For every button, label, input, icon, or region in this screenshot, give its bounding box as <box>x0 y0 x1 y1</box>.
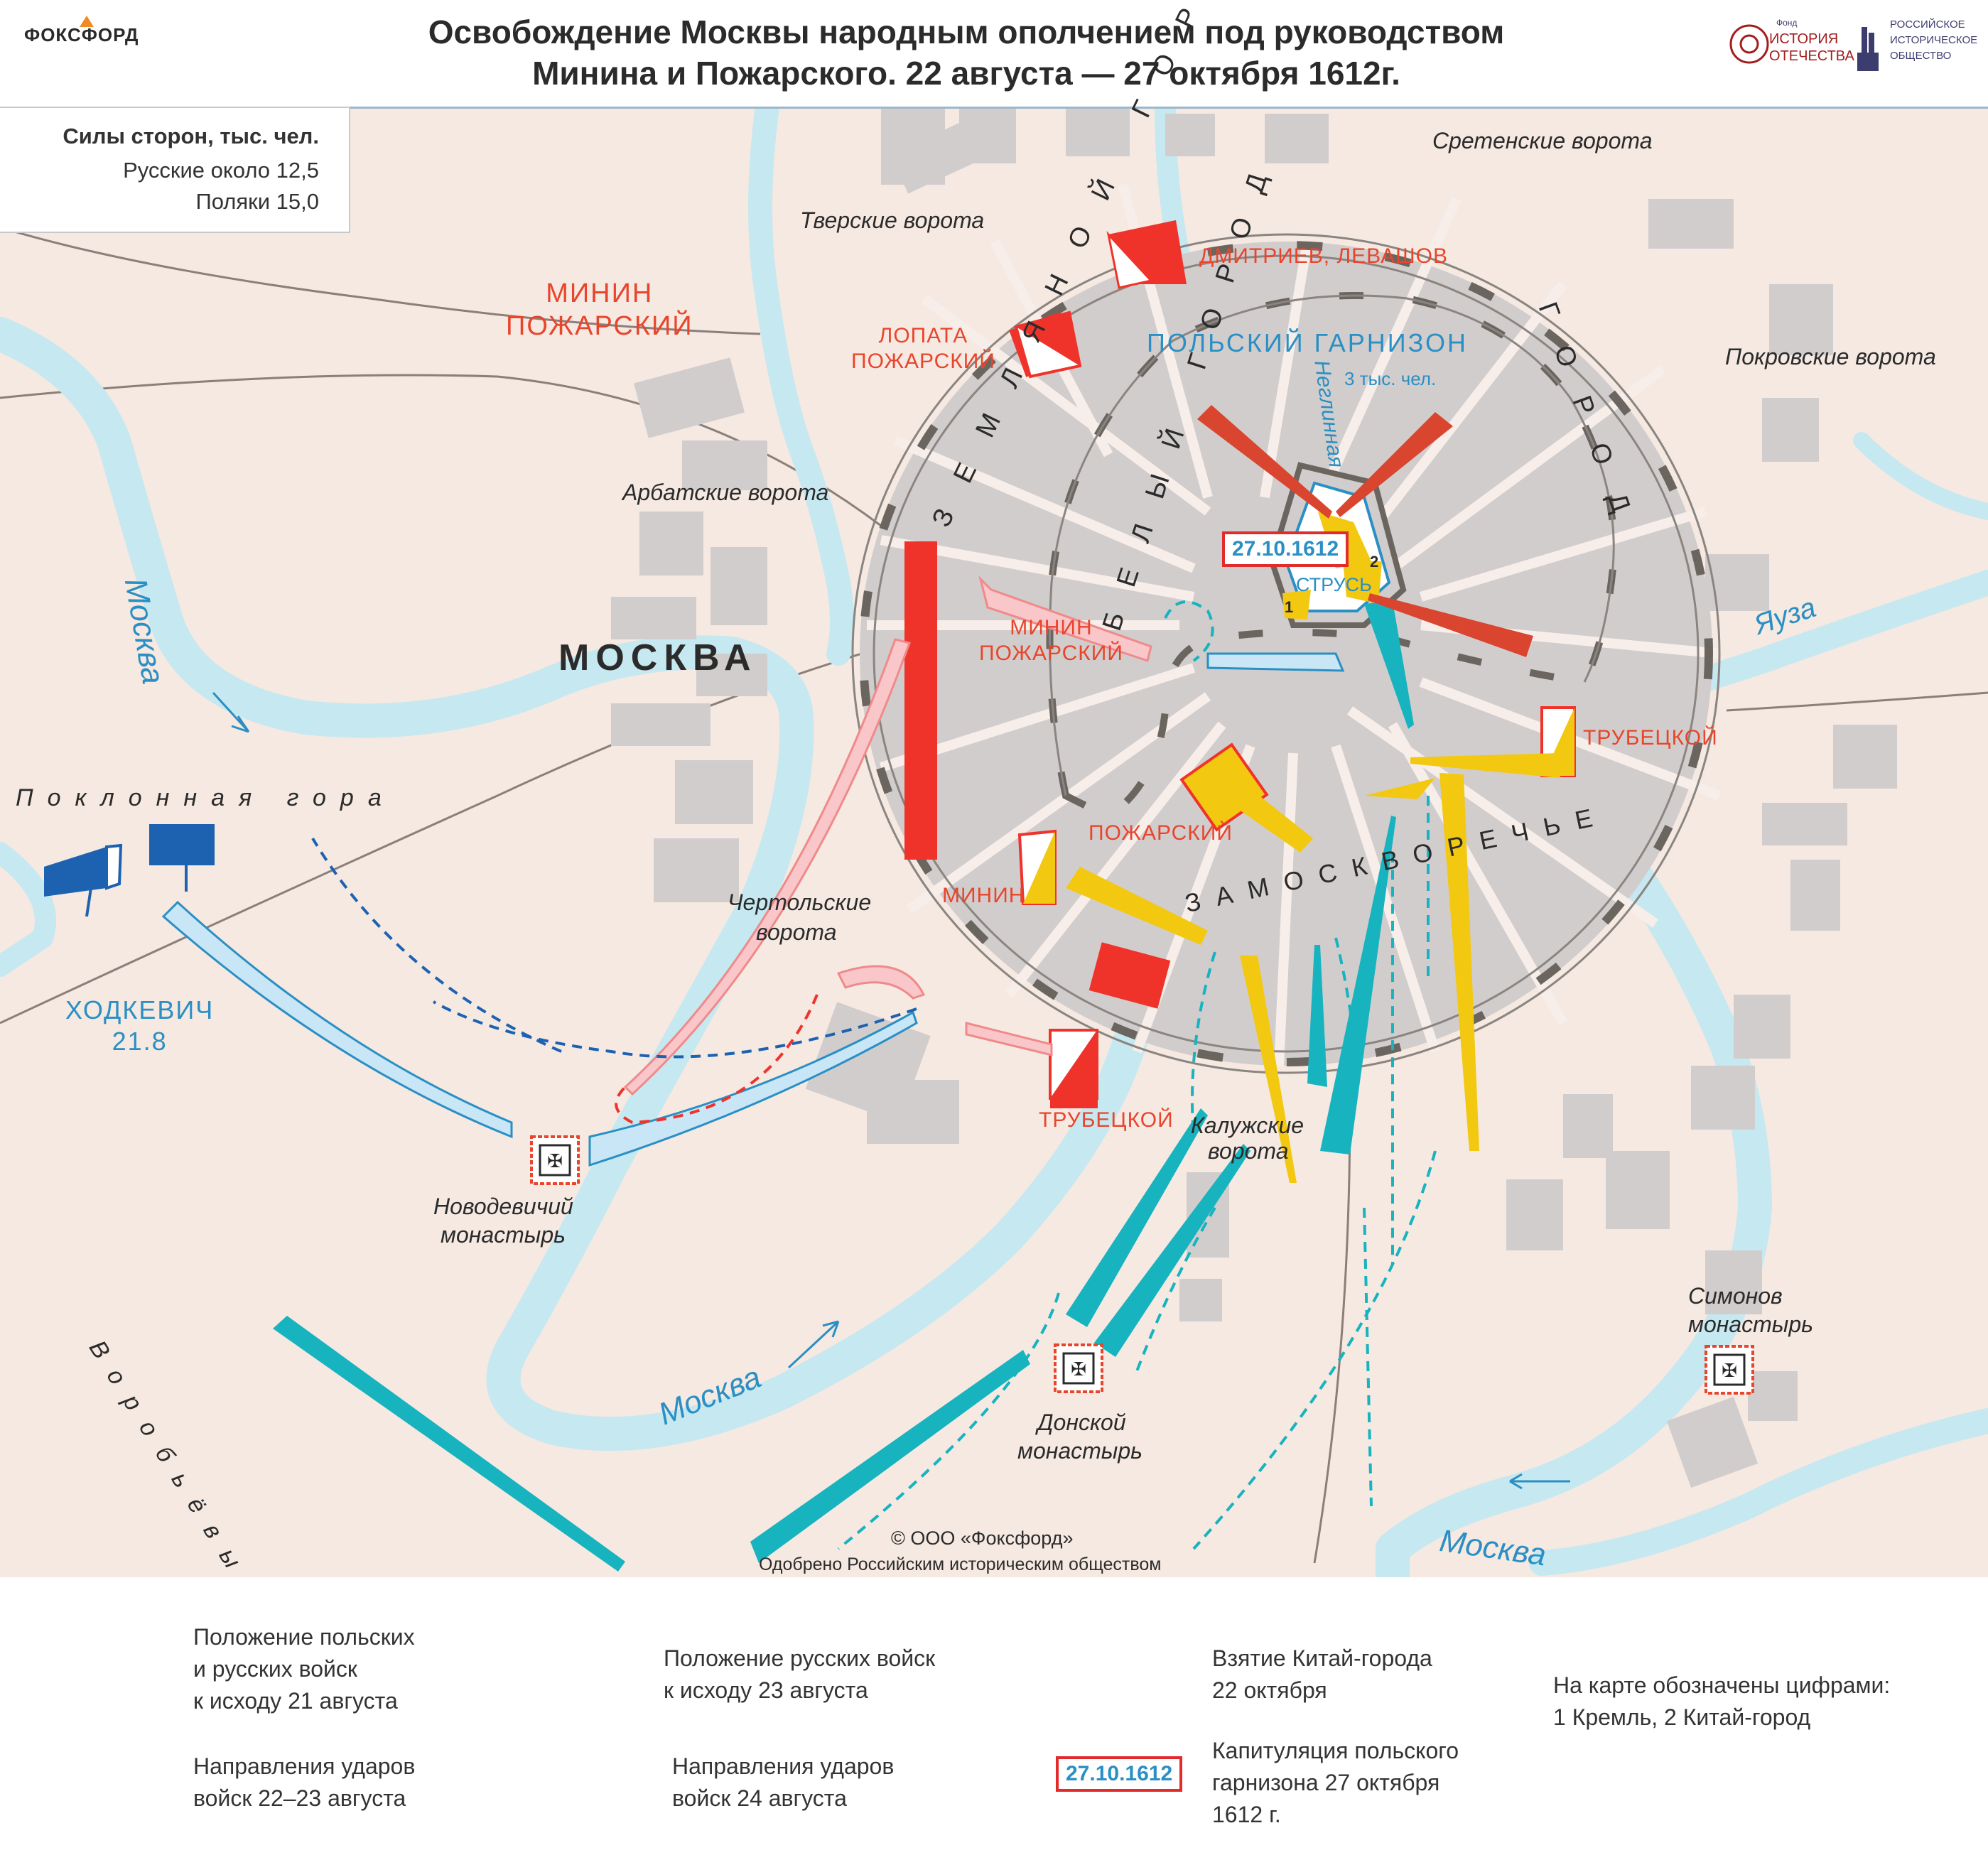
zemlyanoy-wall <box>859 241 1713 1066</box>
gate-sretenskie: Сретенские ворота <box>1432 128 1653 153</box>
label-strus: СТРУСЬ <box>1296 574 1372 595</box>
gate-tverskie: Тверские ворота <box>800 207 985 233</box>
legend-strikes-22-23: Направления ударов войск 22–23 августа <box>193 1753 416 1811</box>
monastery-novodevichy: ✠ <box>530 1135 580 1185</box>
map-title: Освобождение Москвы народным ополчением … <box>263 11 1670 94</box>
brand-logo: ФОКСФОРД <box>24 24 139 45</box>
kitay-number: 2 <box>1370 553 1379 570</box>
legend-strikes-24: Направления ударов войск 24 августа <box>672 1753 895 1811</box>
kremlin-number: 1 <box>1285 598 1294 616</box>
fond-istoria-logo: Фонд ИСТОРИЯ ОТЕЧЕСТВА <box>1728 13 1854 84</box>
svg-text:✠: ✠ <box>1071 1359 1086 1380</box>
place-novodevichy-1: Новодевичий <box>433 1194 573 1219</box>
kitay-capture-arrows <box>1197 405 1533 657</box>
gate-chertolskie-1: Чертольские <box>728 889 872 915</box>
label-pozharsky: ПОЖАРСКИЙ <box>1088 821 1233 845</box>
russian-positions-23 <box>1017 706 1576 905</box>
label-minin-pozharsky-center: МИНИН ПОЖАРСКИЙ <box>979 616 1123 665</box>
forces-russians: Русские около 12,5 <box>123 158 319 183</box>
polish-positions <box>44 824 215 917</box>
label-garrison-size: 3 тыс. чел. <box>1344 368 1437 389</box>
monastery-simonov: ✠ <box>1705 1345 1754 1395</box>
pink-strikes <box>623 575 1152 1096</box>
legend: Положение польских и русских войск к исх… <box>0 1577 1988 1855</box>
dashed-moves <box>311 600 1437 1550</box>
place-donskoy-2: монастырь <box>1017 1438 1142 1464</box>
label-minin: МИНИН <box>942 884 1025 907</box>
label-trubetskoy-south: ТРУБЕЦКОЙ <box>1039 1108 1174 1132</box>
label-minin-pozharsky-1: МИНИН ПОЖАРСКИЙ <box>506 278 693 341</box>
label-khodkevich: ХОДКЕВИЧ 21.8 <box>65 995 215 1056</box>
forces-poles: Поляки 15,0 <box>195 189 319 214</box>
forces-box: Силы сторон, тыс. чел. Русские около 12,… <box>0 107 350 233</box>
gate-pokrovskie: Покровские ворота <box>1725 344 1936 369</box>
gate-chertolskie-2: ворота <box>756 919 837 945</box>
blue-strikes <box>161 652 1345 1167</box>
label-trubetskoy-east: ТРУБЕЦКОЙ <box>1583 726 1718 750</box>
legend-numbers-note: На карте обозначены цифрами: 1 Кремль, 2… <box>1553 1672 1891 1730</box>
yellow-strikes <box>1066 753 1560 1183</box>
label-dmitriev-levashov: ДМИТРИЕВ, ЛЕВАШОВ <box>1199 244 1449 268</box>
svg-text:✠: ✠ <box>1722 1361 1737 1382</box>
header: ФОКСФОРД Освобождение Москвы народным оп… <box>0 0 1988 109</box>
place-simonov-1: Симонов <box>1688 1283 1783 1309</box>
place-poklonnaya: Поклонная гора <box>16 784 396 811</box>
capitulation-date-box: 27.10.1612 <box>1222 531 1349 567</box>
rio-logo: РОССИЙСКОЕ ИСТОРИЧЕСКОЕ ОБЩЕСТВО <box>1850 13 1978 84</box>
place-novodevichy-2: монастырь <box>441 1222 566 1248</box>
approved-note: Одобрено Российским историческим обществ… <box>759 1554 1162 1574</box>
city-name: МОСКВА <box>558 637 757 678</box>
monument-icon <box>1857 27 1879 71</box>
place-donskoy-1: Донской <box>1037 1410 1126 1435</box>
gate-kaluzhskie-2: ворота <box>1208 1138 1289 1164</box>
river-flow-arrows <box>212 691 1570 1490</box>
russian-positions <box>904 220 1187 1108</box>
legend-positions-23: Положение русских войск к исходу 23 авгу… <box>664 1645 936 1703</box>
legend-positions-21: Положение польских и русских войск к исх… <box>193 1624 415 1714</box>
gate-kaluzhskie-1: Калужские <box>1191 1113 1304 1138</box>
brand-fox-icon <box>80 16 94 27</box>
city-blocks <box>611 107 1897 1488</box>
legend-capitulation: Капитуляция польского гарнизона 27 октяб… <box>1212 1738 1459 1827</box>
monastery-donskoy: ✠ <box>1054 1343 1103 1393</box>
forces-title: Силы сторон, тыс. чел. <box>63 124 319 148</box>
teal-strikes <box>273 601 1414 1572</box>
copyright: © ООО «Фоксфорд» <box>891 1527 1074 1549</box>
title-line-1: Освобождение Москвы народным ополчением … <box>428 13 1505 50</box>
label-lopata: ЛОПАТА ПОЖАРСКИЙ <box>851 324 995 373</box>
svg-text:✠: ✠ <box>547 1151 563 1172</box>
title-line-2: Минина и Пожарского. 22 августа — 27 окт… <box>532 55 1400 92</box>
legend-kitay-capture: Взятие Китай-города 22 октября <box>1212 1645 1432 1703</box>
place-simonov-2: монастырь <box>1688 1312 1813 1337</box>
gate-arbatskie: Арбатские ворота <box>622 480 829 505</box>
seal-icon <box>1729 24 1769 64</box>
legend-capitulation-box: 27.10.1612 <box>1056 1756 1183 1792</box>
label-polish-garrison: ПОЛЬСКИЙ ГАРНИЗОН <box>1147 328 1468 357</box>
